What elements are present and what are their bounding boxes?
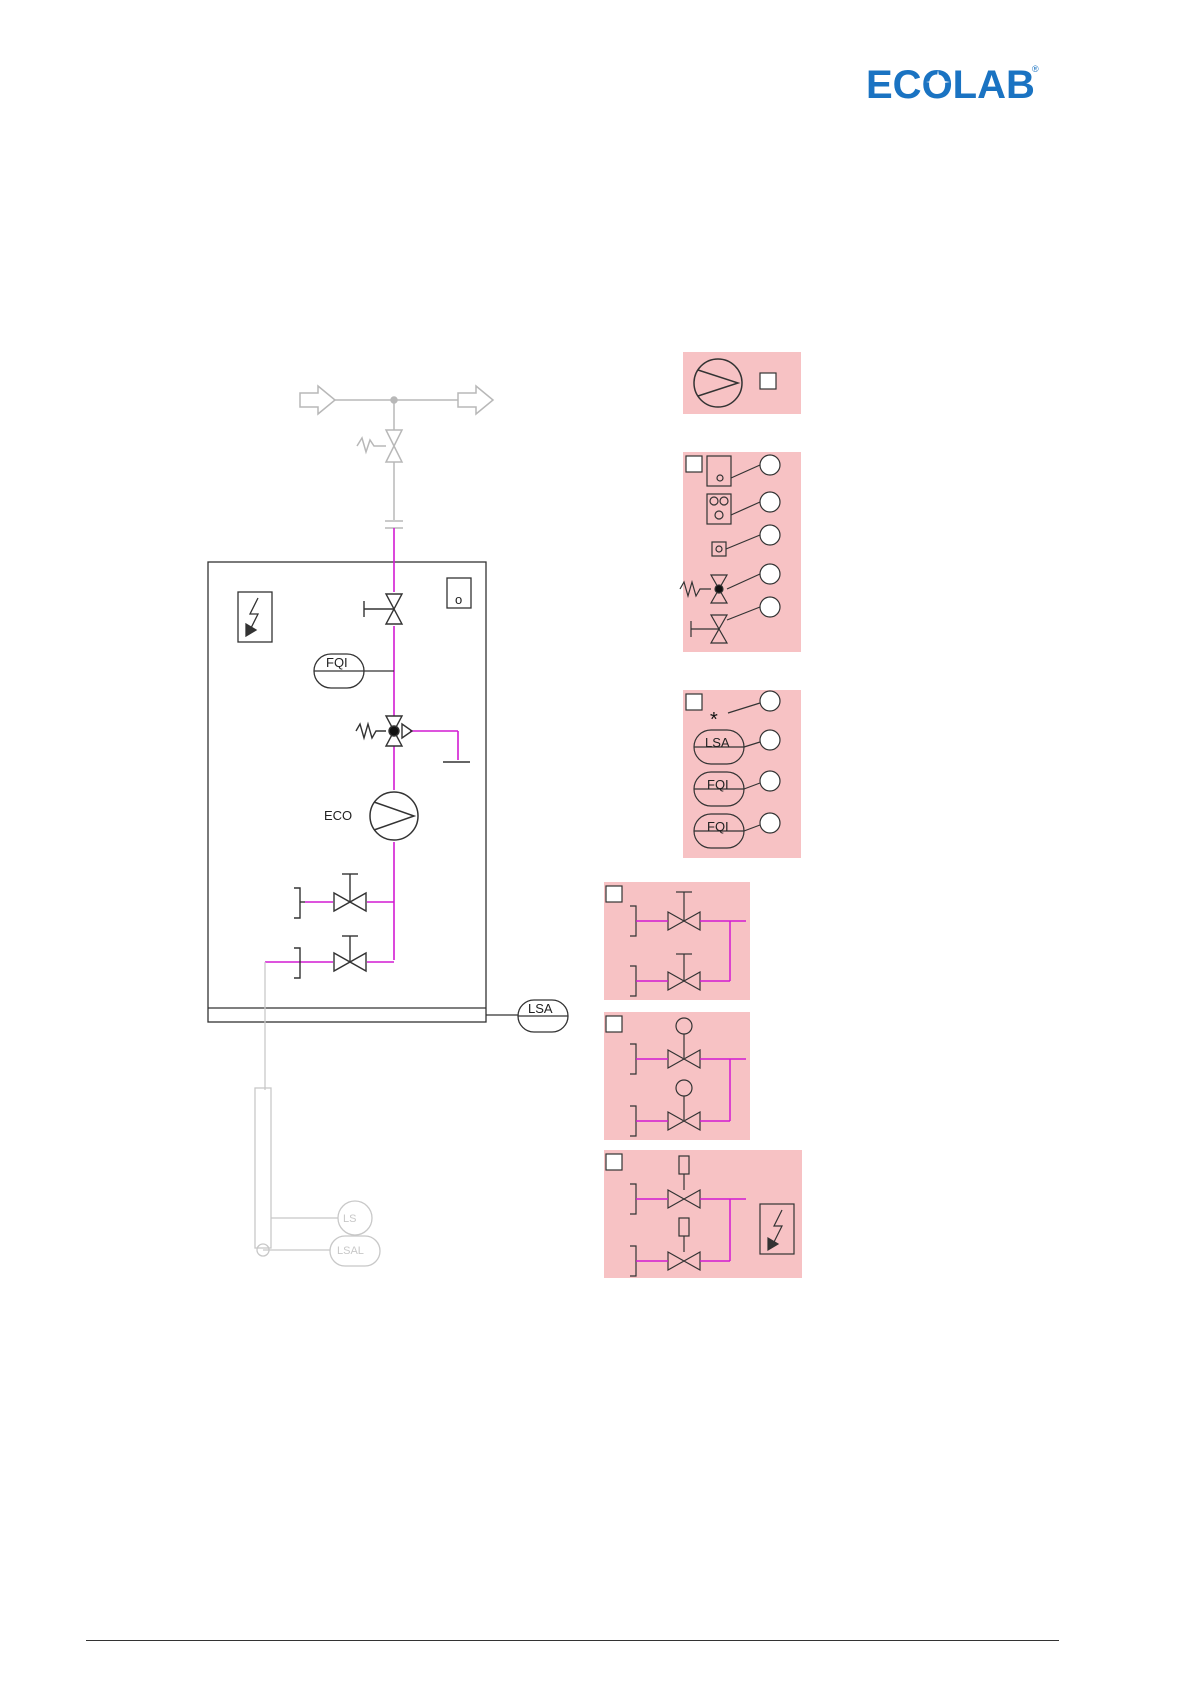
option-panel-manual-valves <box>604 882 750 1000</box>
level-switch-label: o <box>455 592 462 607</box>
lsa-label: LSA <box>528 1001 553 1016</box>
lsa-indicator <box>486 1000 568 1032</box>
option-panel-valves <box>680 452 801 652</box>
fqi-label: FQI <box>326 655 348 670</box>
fqi-option-label-1: FQI <box>707 777 729 792</box>
pump-icon <box>370 792 418 840</box>
footer-rule <box>86 1640 1059 1641</box>
lightning-icon <box>238 592 272 642</box>
eco-label: ECO <box>324 808 352 823</box>
option-panel-solenoid-valves <box>604 1150 802 1278</box>
option-checkbox-sensors[interactable] <box>686 694 702 710</box>
lsal-label-faded: LSAL <box>337 1245 364 1257</box>
fqi-option-label-2: FQI <box>707 819 729 834</box>
main-process-line <box>265 528 458 962</box>
option-checkbox-pneumatic-valves[interactable] <box>606 1016 622 1032</box>
option-checkbox-solenoid-valves[interactable] <box>606 1154 622 1170</box>
supply-line-faded <box>300 386 493 528</box>
manual-valve-lower-1 <box>294 874 366 918</box>
manual-valve-lower-2 <box>294 936 366 978</box>
manual-valve-icon <box>364 594 402 624</box>
option-panel-sensors: * LSA FQI FQI <box>683 690 801 858</box>
lsa-option-label: LSA <box>705 735 730 750</box>
option-checkbox-manual-valves[interactable] <box>606 886 622 902</box>
option-checkbox-valves[interactable] <box>686 456 702 472</box>
option-panel-pneumatic-valves <box>604 1012 750 1140</box>
solenoid-valve-icon <box>356 716 470 762</box>
option-checkbox-pump[interactable] <box>760 373 776 389</box>
ls-label-faded: LS <box>343 1213 356 1225</box>
option-panel-pump <box>683 352 801 414</box>
asterisk-label: * <box>710 709 718 731</box>
